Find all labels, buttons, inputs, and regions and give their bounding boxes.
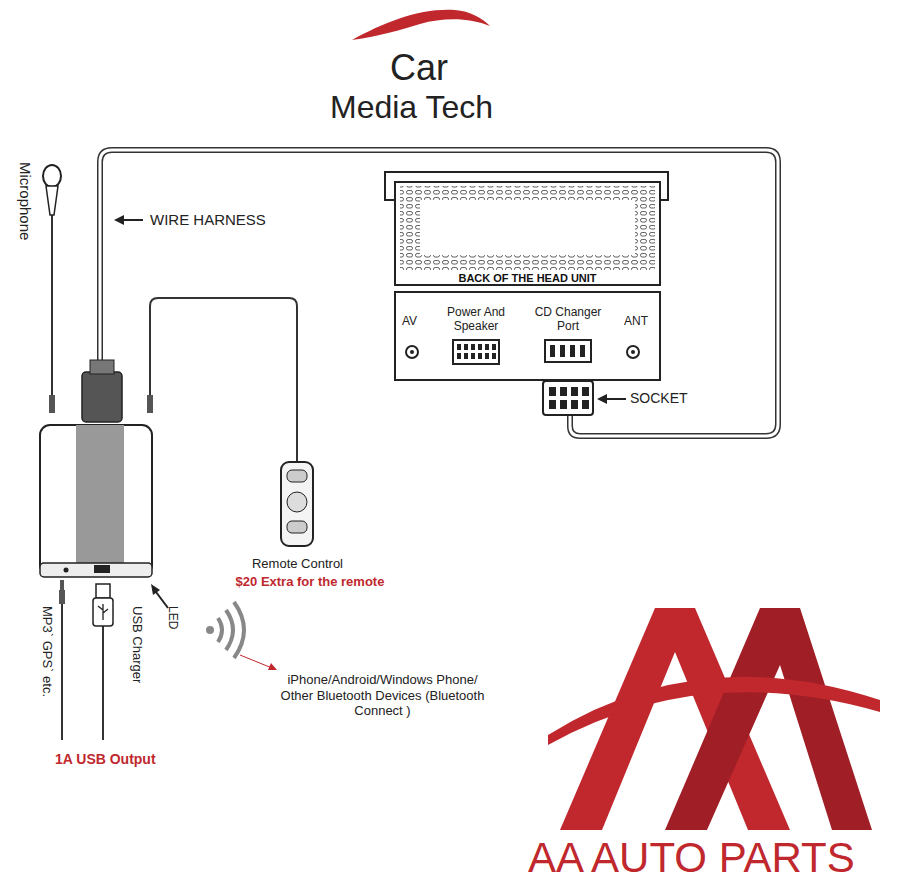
av-jack-pin [410, 350, 414, 354]
ant-jack [627, 346, 639, 358]
cd-changer-connector [545, 340, 591, 362]
leader-line [156, 592, 168, 608]
microphone-cable [51, 196, 53, 395]
connector-pins [457, 344, 496, 359]
vent-blank [420, 200, 635, 255]
logo-swoosh [352, 10, 490, 40]
head-unit-panel [395, 292, 660, 380]
part-name: BACK OF THE HEAD UNIT [405, 272, 650, 285]
logo-text: Car [390, 46, 448, 89]
microphone-head [43, 165, 61, 187]
arrowhead [151, 584, 160, 595]
output-note: 1A USB Output [55, 751, 156, 768]
logo-text: Media Tech [330, 88, 493, 126]
leader-line [606, 398, 626, 400]
av-jack [406, 346, 418, 358]
part-name: USB Charger [129, 606, 145, 683]
port-name: Power And Speaker [440, 305, 512, 334]
remote-control [281, 462, 313, 546]
part-name: Remote Control [225, 556, 370, 572]
aux-jack [59, 580, 65, 604]
microphone-plug [49, 395, 55, 413]
wire-harness-core [100, 150, 778, 436]
harness-connector [82, 372, 122, 422]
leader-line [240, 655, 272, 668]
socket-plug [543, 381, 593, 415]
usb-port [94, 565, 110, 573]
arrowhead [114, 215, 124, 225]
part-name: SOCKET [630, 390, 688, 407]
part-name: MP3` GPS` etc. [39, 606, 55, 697]
port-name: CD Changer Port [530, 305, 606, 334]
wire-harness [100, 150, 778, 436]
aux-cable [61, 592, 63, 740]
microphone-handle [46, 186, 58, 215]
bluetooth-module [40, 425, 152, 575]
bluetooth-waves [206, 626, 214, 634]
part-name: Microphone [16, 162, 34, 240]
usb-cable [102, 625, 104, 740]
vent-holes [400, 186, 655, 270]
logo-text: AA AUTO PARTS [528, 833, 855, 883]
part-name: LED [166, 606, 180, 629]
power-speaker-connector [453, 340, 499, 364]
leader-line [122, 219, 143, 221]
remote-cable [150, 298, 297, 462]
price-note: $20 Extra for the remote [210, 574, 410, 590]
ant-jack-pin [631, 350, 635, 354]
aa-logo [548, 608, 880, 830]
usb-plug [96, 584, 110, 598]
remote-plug [147, 395, 153, 413]
port-name: ANT [624, 314, 648, 328]
arrowhead [597, 394, 607, 404]
port-name: AV [402, 314, 417, 328]
module-band [76, 425, 124, 575]
device-note: iPhone/Android/Windows Phone/ Other Blue… [280, 672, 485, 719]
head-unit-body [395, 182, 660, 285]
part-name: WIRE HARNESS [150, 211, 266, 229]
